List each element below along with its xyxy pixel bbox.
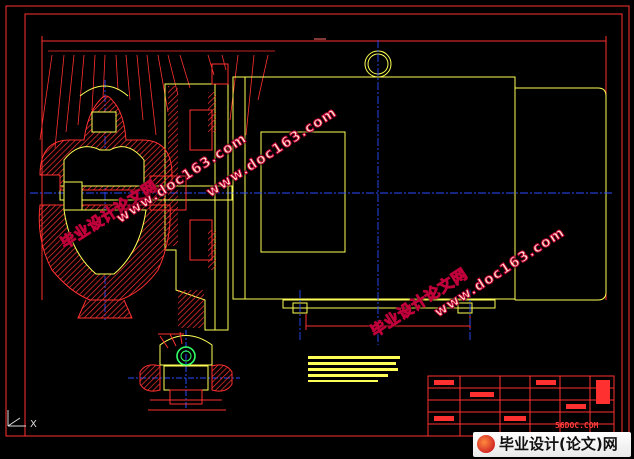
flange-hatch: [208, 92, 216, 132]
bracket-hatch: [168, 86, 178, 246]
inner-frame: [24, 13, 623, 437]
title-block: [427, 375, 615, 437]
bracket-hatch: [178, 290, 204, 328]
logo-text: 毕业设计(论文)网: [499, 435, 618, 453]
pump-casing: [38, 85, 173, 319]
site-logo: 毕业设计(论文)网: [473, 432, 631, 457]
logo-mark-icon: [477, 435, 495, 453]
ucs-x-label: X: [30, 419, 37, 430]
ucs-icon: [7, 410, 26, 427]
pump-end-view: [128, 330, 240, 411]
technical-notes: [308, 356, 400, 382]
motor-body: [232, 50, 607, 330]
part-leader-lines: [39, 50, 275, 149]
logo-url: 56DOC.COM: [555, 421, 599, 430]
flange-hatch: [208, 230, 216, 270]
